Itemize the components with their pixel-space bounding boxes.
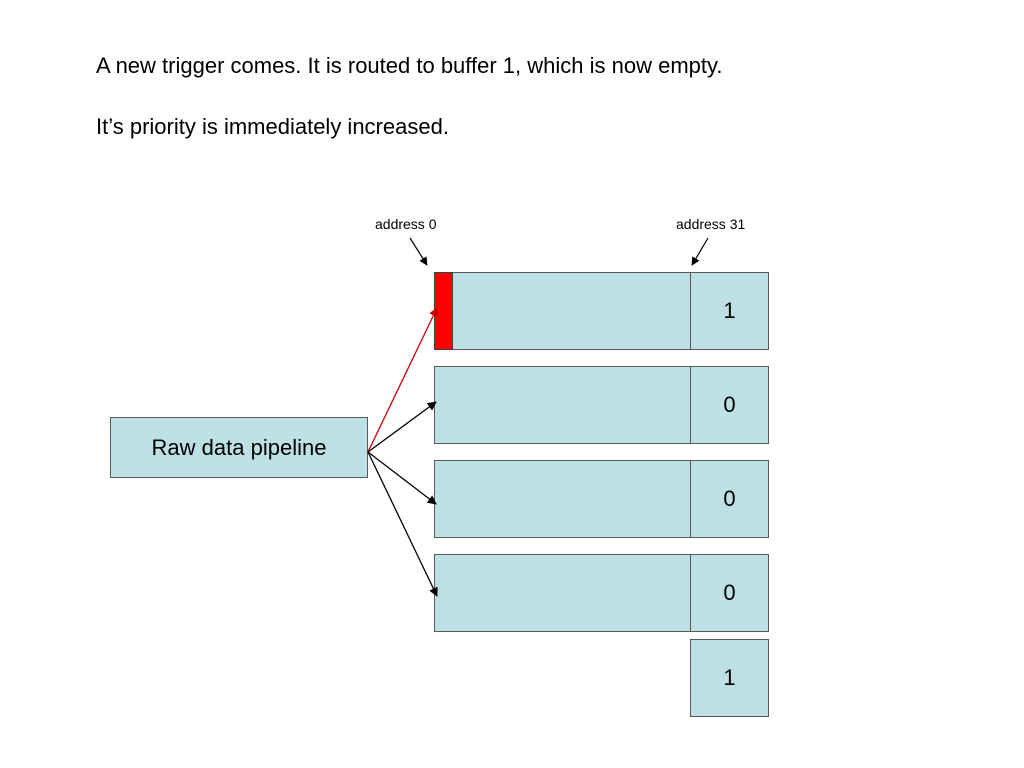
priority-flag-1-value: 1	[723, 298, 736, 323]
address-0-pointer-arrow	[409, 237, 428, 266]
priority-flag-2: 0	[690, 366, 769, 444]
route-arrow-buffer-3	[367, 451, 437, 505]
address-0-label: address 0	[375, 216, 437, 232]
priority-flag-1: 1	[690, 272, 769, 350]
priority-flag-2-value: 0	[723, 392, 736, 417]
priority-flag-3-value: 0	[723, 486, 736, 511]
route-arrow-buffer-2	[367, 401, 437, 453]
buffer-row-1	[434, 272, 692, 350]
address-31-label: address 31	[676, 216, 746, 232]
priority-flag-4-value: 0	[723, 580, 736, 605]
raw-data-pipeline-box: Raw data pipeline	[110, 417, 368, 478]
priority-flag-3: 0	[690, 460, 769, 538]
caption-line-2: It’s priority is immediately increased.	[96, 114, 449, 139]
buffer-row-4	[434, 554, 692, 632]
route-arrow-buffer-1	[367, 307, 438, 453]
route-arrow-buffer-4	[367, 451, 438, 597]
caption-line-1: A new trigger comes. It is routed to buf…	[96, 53, 723, 78]
priority-flag-5-value: 1	[723, 665, 736, 690]
priority-flag-5: 1	[690, 639, 769, 717]
priority-flag-4: 0	[690, 554, 769, 632]
address-31-pointer-arrow	[691, 237, 709, 266]
raw-data-pipeline-label: Raw data pipeline	[151, 434, 327, 460]
